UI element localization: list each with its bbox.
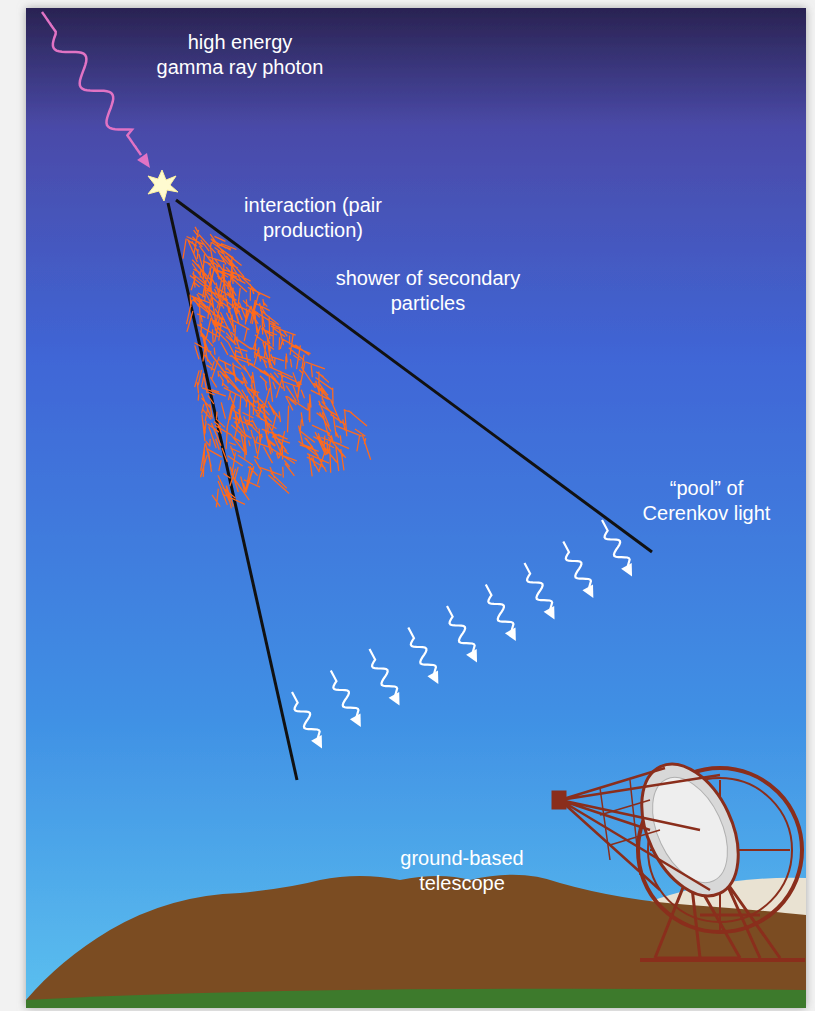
cerenkov-photons (287, 517, 638, 751)
photon-arrowhead (389, 692, 405, 708)
gamma-ray-wave (42, 12, 150, 168)
photon-wave (597, 517, 633, 570)
photon-wave (326, 668, 362, 721)
photon-wave (481, 582, 517, 635)
photon-wave (442, 603, 478, 656)
photon-wave (403, 625, 439, 678)
gamma-arrowhead (137, 153, 150, 168)
photon (519, 560, 560, 622)
photon-arrowhead (350, 714, 366, 730)
photon (558, 539, 599, 601)
telescope (553, 749, 805, 960)
photon-arrowhead (582, 585, 598, 601)
photon (364, 646, 405, 708)
photon-arrowhead (505, 628, 521, 644)
text-label: shower of secondary particles (333, 266, 523, 316)
photon (597, 517, 638, 579)
text-label: “pool” of Cerenkov light (639, 476, 774, 526)
gamma-wave-line (42, 12, 141, 155)
text-label: high energy gamma ray photon (154, 30, 326, 80)
text-label: interaction (pair production) (242, 193, 384, 243)
photon (442, 603, 483, 665)
photon-wave (558, 539, 594, 592)
text-label: ground-based telescope (392, 846, 532, 896)
photon (326, 668, 367, 730)
hills (26, 875, 806, 1008)
photon-wave (519, 560, 555, 613)
photon (403, 625, 444, 687)
photon-wave (364, 646, 400, 699)
photon-arrowhead (311, 735, 327, 751)
photon-wave (287, 689, 323, 742)
photon-arrowhead (427, 671, 443, 687)
interaction-star (148, 170, 178, 201)
photon-arrowhead (466, 649, 482, 665)
photon (481, 582, 522, 644)
photon (287, 689, 328, 751)
cone-line (176, 200, 652, 552)
sky-background (26, 8, 806, 1008)
photon-arrowhead (544, 606, 560, 622)
grass (26, 989, 806, 1008)
photon-arrowhead (621, 563, 637, 579)
